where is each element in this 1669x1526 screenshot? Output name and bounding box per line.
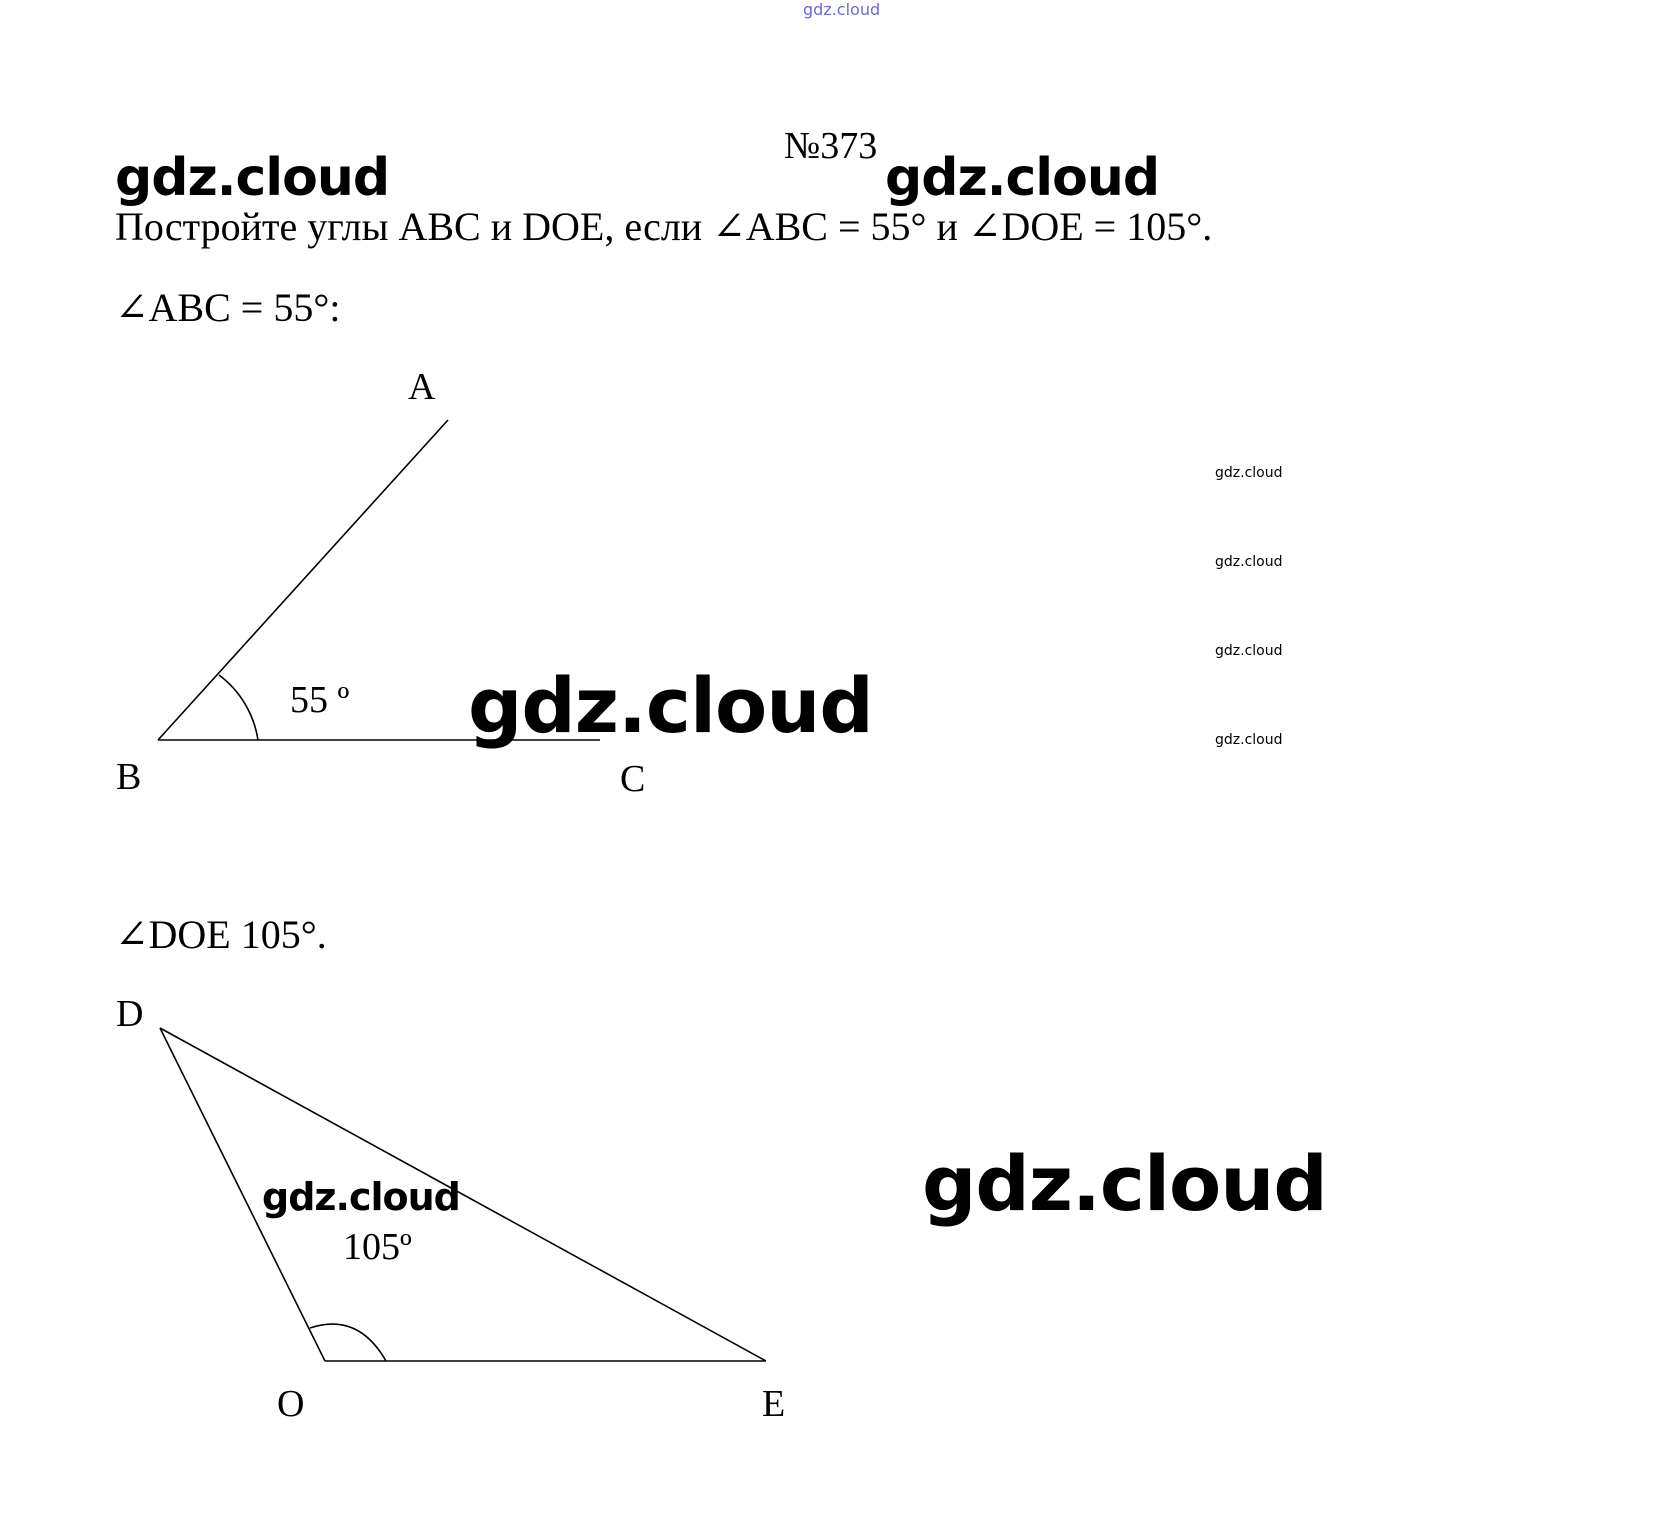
point-c-label: C xyxy=(620,758,646,800)
angle-doe-arc xyxy=(309,1323,387,1362)
watermark-left: gdz.cloud xyxy=(115,148,390,208)
point-a-label: A xyxy=(408,366,436,408)
point-b-label: B xyxy=(116,756,142,798)
point-o-label: O xyxy=(277,1383,305,1425)
point-e-label: E xyxy=(762,1383,786,1425)
angle-abc-arc xyxy=(218,674,259,741)
watermark-right: gdz.cloud xyxy=(885,148,1160,208)
watermark-center: gdz.cloud xyxy=(468,661,874,750)
watermark-figure2: gdz.cloud xyxy=(262,1175,461,1219)
ray-ba xyxy=(157,419,449,741)
top-watermark: gdz.cloud xyxy=(803,0,881,19)
angle-doe-caption: ∠DOE 105°. xyxy=(115,912,327,957)
point-d-label: D xyxy=(116,993,144,1035)
angle-abc-value: 55 º xyxy=(290,679,350,721)
small-watermark: gdz.cloud xyxy=(1215,465,1283,481)
angle-abc-caption: ∠ABC = 55°: xyxy=(115,285,341,330)
angle-doe-value: 105º xyxy=(343,1226,412,1268)
small-watermark: gdz.cloud xyxy=(1215,643,1283,659)
angle-doe-figure xyxy=(159,1027,767,1362)
small-watermark: gdz.cloud xyxy=(1215,732,1283,748)
problem-statement: Постройте углы ABC и DOE, если ∠ABC = 55… xyxy=(115,204,1213,249)
segment-de xyxy=(159,1027,767,1362)
segment-do xyxy=(159,1027,326,1362)
problem-number: №373 xyxy=(784,125,878,167)
small-watermark: gdz.cloud xyxy=(1215,554,1283,570)
watermark-right-large: gdz.cloud xyxy=(922,1139,1328,1228)
angle-abc-figure xyxy=(157,419,600,741)
